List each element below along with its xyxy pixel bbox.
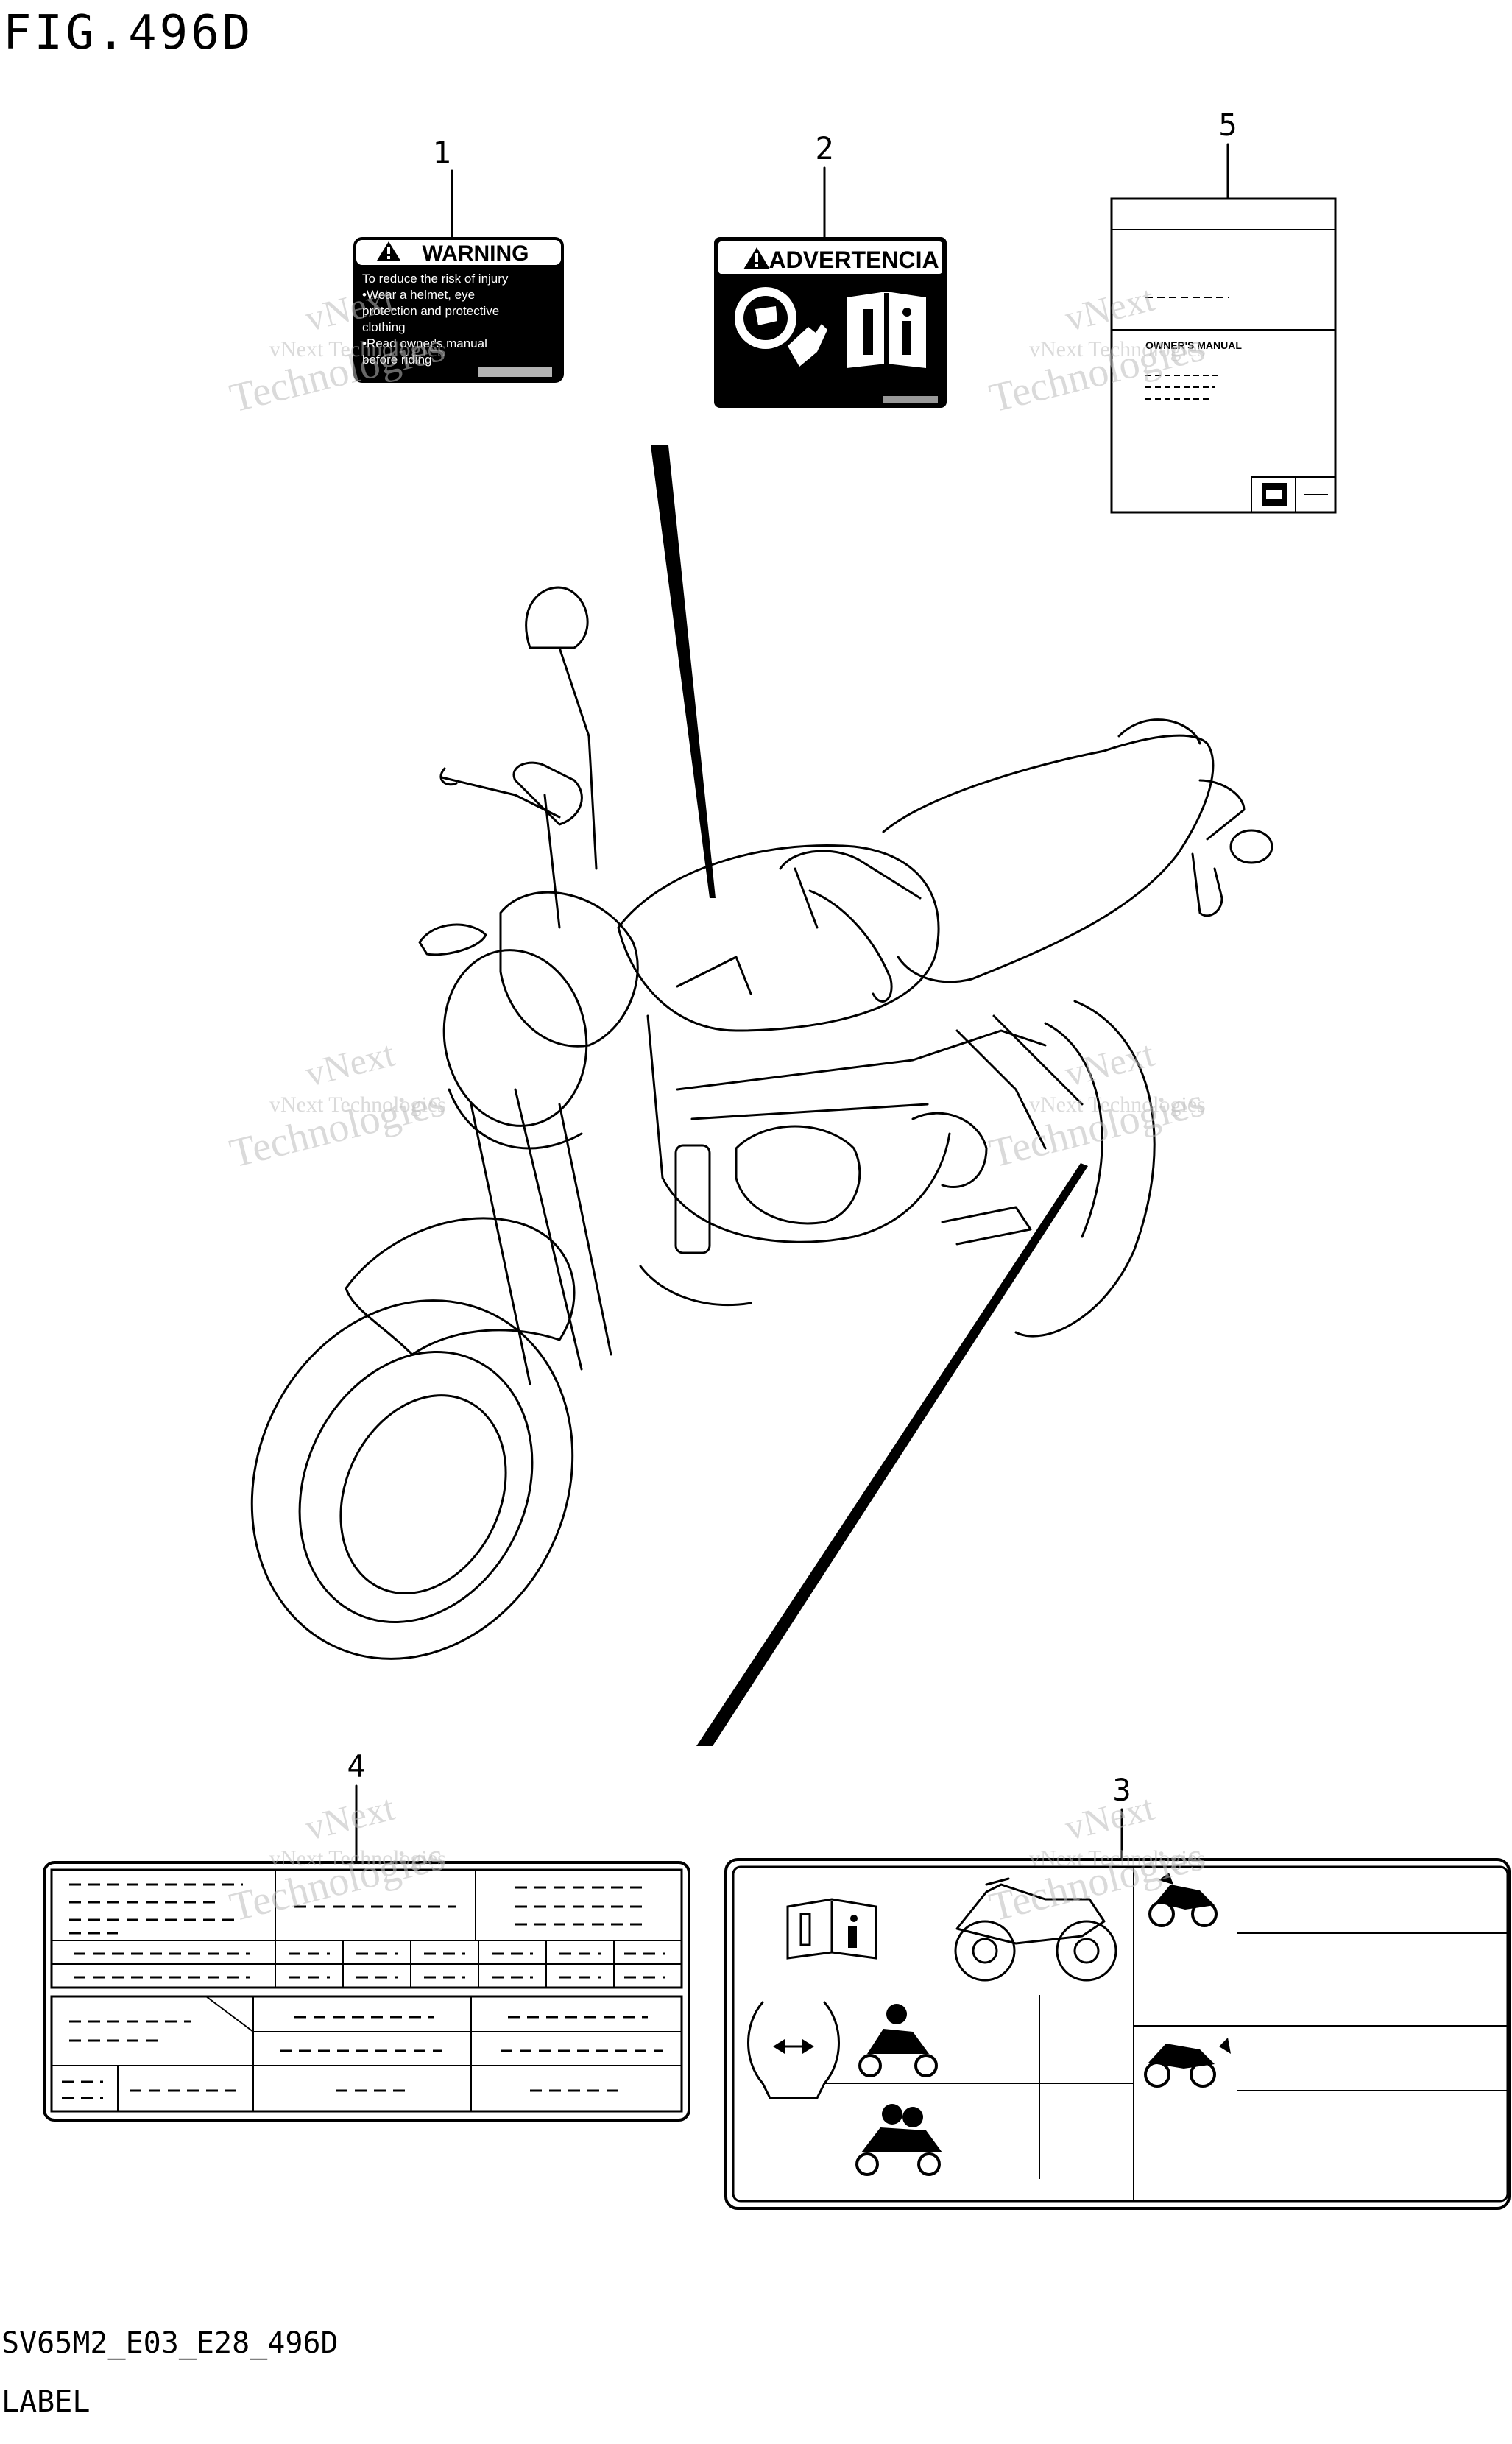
watermark-middle-right: vNext Technologies vNext Technologies bbox=[985, 1033, 1209, 1177]
rider-icon bbox=[858, 2004, 938, 2077]
warning-triangle-icon bbox=[377, 241, 400, 261]
label-part-number-area bbox=[883, 396, 938, 403]
helmet-icon bbox=[735, 287, 796, 349]
rider-passenger-icon bbox=[855, 2104, 942, 2176]
warning-label-line: •Read owner's manual bbox=[362, 336, 487, 350]
svg-text:vNext Technologies: vNext Technologies bbox=[269, 1846, 446, 1871]
svg-text:vNext: vNext bbox=[301, 1787, 398, 1848]
owners-manual-title: OWNER'S MANUAL bbox=[1145, 339, 1242, 351]
advertencia-label-heading: ADVERTENCIA bbox=[769, 247, 939, 273]
callout-3[interactable]: 3 bbox=[724, 1772, 1511, 2210]
warning-label-heading: WARNING bbox=[423, 241, 529, 266]
svg-text:vNext: vNext bbox=[1061, 1787, 1158, 1848]
svg-text:vNext: vNext bbox=[301, 1033, 398, 1095]
motorcycle-icon bbox=[954, 1877, 1117, 1982]
callout-2[interactable]: 2 ADVERTENCIA bbox=[714, 130, 947, 408]
callout-4[interactable]: 4 bbox=[43, 1748, 690, 2122]
brand-logo-icon bbox=[1262, 483, 1287, 506]
warning-triangle-icon bbox=[743, 247, 770, 269]
callout-number-5: 5 bbox=[1218, 107, 1237, 143]
motorcycle-icon bbox=[1148, 1873, 1218, 1927]
svg-text:vNext Technologies: vNext Technologies bbox=[1029, 337, 1206, 361]
advertencia-label-sticker[interactable]: ADVERTENCIA bbox=[714, 237, 947, 408]
svg-text:vNext: vNext bbox=[1061, 1033, 1158, 1095]
svg-text:vNext Technologies: vNext Technologies bbox=[269, 337, 446, 361]
callout-number-4: 4 bbox=[347, 1748, 365, 1784]
warning-label-line: •Wear a helmet, eye bbox=[362, 288, 475, 302]
svg-text:vNext Technologies: vNext Technologies bbox=[1029, 1092, 1206, 1117]
manual-book-icon bbox=[786, 1898, 877, 1960]
svg-text:vNext Technologies: vNext Technologies bbox=[1029, 1846, 1206, 1871]
section-name: LABEL bbox=[1, 2385, 90, 2419]
glove-icon bbox=[788, 324, 827, 367]
spec-table-label[interactable] bbox=[43, 1861, 690, 2122]
callout-number-2: 2 bbox=[815, 130, 833, 166]
manual-book-icon bbox=[847, 292, 926, 368]
tire-info-label[interactable] bbox=[724, 1858, 1511, 2210]
warning-label-line: To reduce the risk of injury bbox=[362, 272, 509, 286]
callout-number-3: 3 bbox=[1112, 1772, 1131, 1808]
label-part-number-area bbox=[478, 367, 552, 377]
figure-code: SV65M2_E03_E28_496D bbox=[1, 2326, 339, 2360]
motorcycle-icon bbox=[1144, 2038, 1231, 2088]
callout-1[interactable]: 1 WARNING To reduce the risk of injury •… bbox=[353, 135, 564, 383]
tire-pressure-icon bbox=[747, 2001, 840, 2099]
warning-label-sticker[interactable]: WARNING To reduce the risk of injury •We… bbox=[353, 237, 564, 383]
callout-number-1: 1 bbox=[432, 135, 451, 171]
warning-label-line: protection and protective bbox=[362, 304, 499, 318]
owners-manual-booklet[interactable]: OWNER'S MANUAL bbox=[1110, 197, 1337, 514]
callout-5[interactable]: 5 OWNER'S MANUAL bbox=[1110, 107, 1337, 514]
watermark-middle-left: vNext Technologies vNext Technologies bbox=[225, 1033, 449, 1177]
svg-text:vNext Technologies: vNext Technologies bbox=[269, 1092, 446, 1117]
figure-title: FIG.496D bbox=[3, 6, 253, 60]
warning-label-line: clothing bbox=[362, 320, 406, 334]
motorcycle-icon[interactable] bbox=[194, 586, 1273, 1712]
leader-wedge-top bbox=[651, 445, 716, 898]
warning-label-line: before riding bbox=[362, 353, 432, 367]
leader-wedge-bottom bbox=[696, 1163, 1088, 1746]
